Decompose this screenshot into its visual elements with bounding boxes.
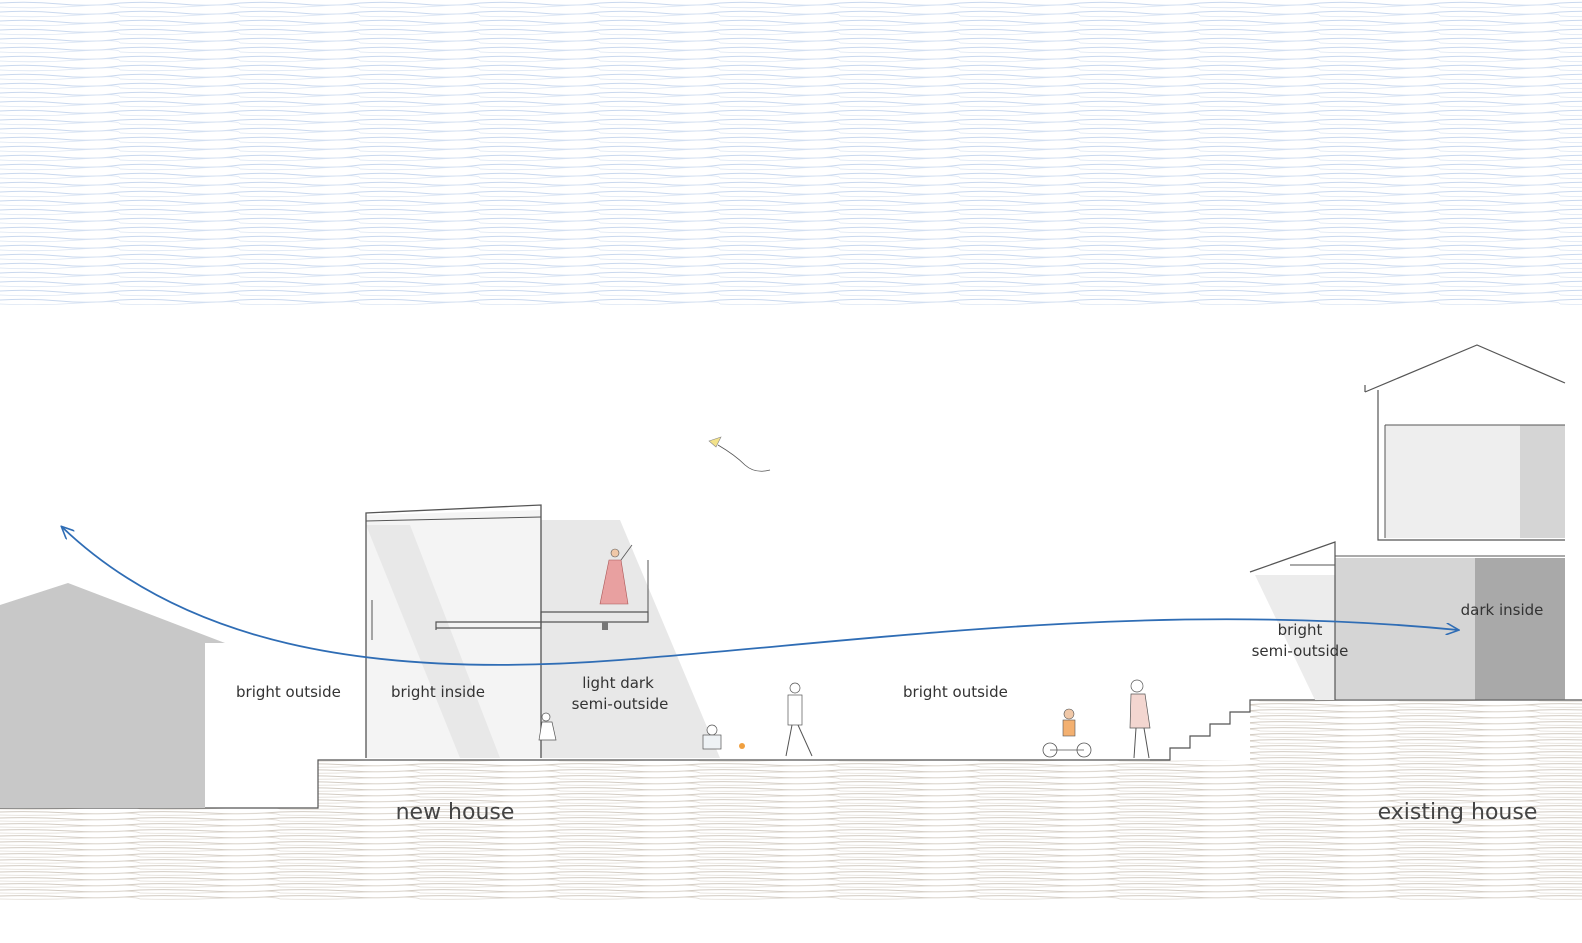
label-dark-inside: dark inside — [1460, 601, 1544, 619]
kite — [708, 436, 771, 472]
child-on-bicycle — [1042, 708, 1092, 758]
man-walking — [785, 682, 813, 757]
label-existing-house: existing house — [1377, 800, 1538, 825]
label-light-dark-line1: light dark — [582, 674, 654, 692]
woman-on-balcony — [599, 544, 633, 605]
wind-arrow — [62, 527, 1458, 666]
label-bright-inside: bright inside — [391, 683, 485, 701]
label-bright-semi-line2: semi-outside — [1251, 642, 1349, 660]
label-bright-outside-center: bright outside — [903, 683, 1008, 701]
child-running — [538, 712, 557, 741]
sky-hatching — [0, 0, 1582, 305]
label-light-dark-line2: semi-outside — [571, 695, 669, 713]
neighbor-house — [0, 583, 225, 808]
elderly-person — [1129, 679, 1151, 759]
label-bright-semi-line1: bright — [1277, 621, 1323, 639]
label-new-house: new house — [395, 800, 515, 825]
child-with-ball — [702, 724, 745, 750]
label-bright-outside-left: bright outside — [236, 683, 341, 701]
